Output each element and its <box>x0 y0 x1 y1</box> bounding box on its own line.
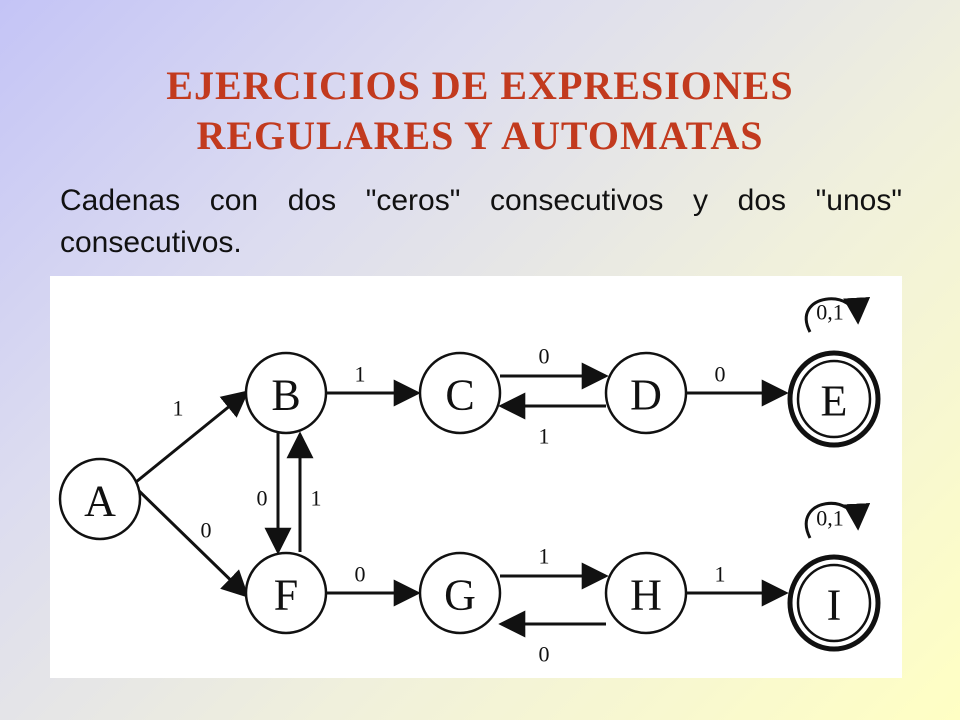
transition-f-b: 1 <box>286 431 322 552</box>
transition-f-g: 0 <box>326 562 421 607</box>
state-d: D <box>604 351 688 435</box>
state-label: C <box>445 371 474 420</box>
state-label: A <box>84 477 116 526</box>
transition-label: 1 <box>539 424 550 449</box>
transition-label: 1 <box>539 544 550 569</box>
transition-b-c: 1 <box>326 362 421 407</box>
transition-h-i: 1 <box>686 562 789 607</box>
transition-label: 0 <box>539 642 550 667</box>
state-label: G <box>444 571 476 620</box>
states-layer: A B C D E F G H I <box>58 350 881 652</box>
state-e: E <box>787 350 881 448</box>
transition-label: 0 <box>201 518 212 543</box>
slide-title: EJERCICIOS DE EXPRESIONES REGULARES Y AU… <box>0 61 960 161</box>
transition-d-e: 0 <box>686 362 789 407</box>
state-circle <box>604 551 688 635</box>
state-g: G <box>418 551 502 635</box>
transition-g-h: 1 <box>500 544 609 590</box>
state-label: F <box>274 571 298 620</box>
state-label: E <box>821 377 848 426</box>
transition-label: 0 <box>539 344 550 369</box>
transition-c-d: 0 <box>500 344 609 390</box>
state-circle <box>244 351 328 435</box>
state-h: H <box>604 551 688 635</box>
automaton-diagram-panel: 1 0 1 0 1 0 1 0 0,1 0 1 0 1 0,1 A B C D E F G H I <box>50 276 902 678</box>
transition-d-c: 1 <box>498 392 606 449</box>
self-loop-arrow <box>804 501 871 539</box>
state-label: H <box>630 571 662 620</box>
transition-label: 1 <box>355 362 366 387</box>
state-b: B <box>244 351 328 435</box>
state-label: B <box>271 371 300 420</box>
transition-arrow <box>135 390 250 484</box>
state-a: A <box>58 457 142 541</box>
slide-title-line1: EJERCICIOS DE EXPRESIONES <box>166 62 794 108</box>
self-loop-arrow <box>804 296 871 333</box>
accepting-inner-ring <box>796 359 872 439</box>
transition-arrow <box>134 486 249 598</box>
transition-label: 0,1 <box>816 506 844 531</box>
transition-b-f: 0 <box>257 433 292 555</box>
slide-title-line2: REGULARES Y AUTOMATAS <box>196 112 764 158</box>
slide-body-text: Cadenas con dos "ceros" consecutivos y d… <box>60 184 902 259</box>
state-circle <box>787 350 881 448</box>
state-circle <box>244 551 328 635</box>
state-circle <box>418 351 502 435</box>
transition-i-i: 0,1 <box>804 501 871 539</box>
transition-label: 0 <box>355 562 366 587</box>
transition-h-g: 0 <box>498 610 606 667</box>
transition-e-e: 0,1 <box>804 296 871 333</box>
transition-label: 1 <box>715 562 726 587</box>
transition-label: 0 <box>715 362 726 387</box>
transition-a-f: 0 <box>134 486 249 598</box>
transition-label: 1 <box>173 396 184 421</box>
state-circle <box>787 554 881 652</box>
state-circle <box>604 351 688 435</box>
transition-a-b: 1 <box>135 390 250 484</box>
transition-label: 0,1 <box>816 300 844 325</box>
state-f: F <box>244 551 328 635</box>
state-c: C <box>418 351 502 435</box>
transition-label: 0 <box>257 486 268 511</box>
state-circle <box>58 457 142 541</box>
state-i: I <box>787 554 881 652</box>
automaton-diagram: 1 0 1 0 1 0 1 0 0,1 0 1 0 1 0,1 A B C D E F G H I <box>58 296 881 667</box>
state-circle <box>418 551 502 635</box>
state-label: D <box>630 371 662 420</box>
transition-label: 1 <box>311 486 322 511</box>
state-label: I <box>827 581 842 630</box>
transitions-layer: 1 0 1 0 1 0 1 0 0,1 0 1 0 1 0,1 <box>134 296 871 667</box>
accepting-inner-ring <box>796 563 872 643</box>
